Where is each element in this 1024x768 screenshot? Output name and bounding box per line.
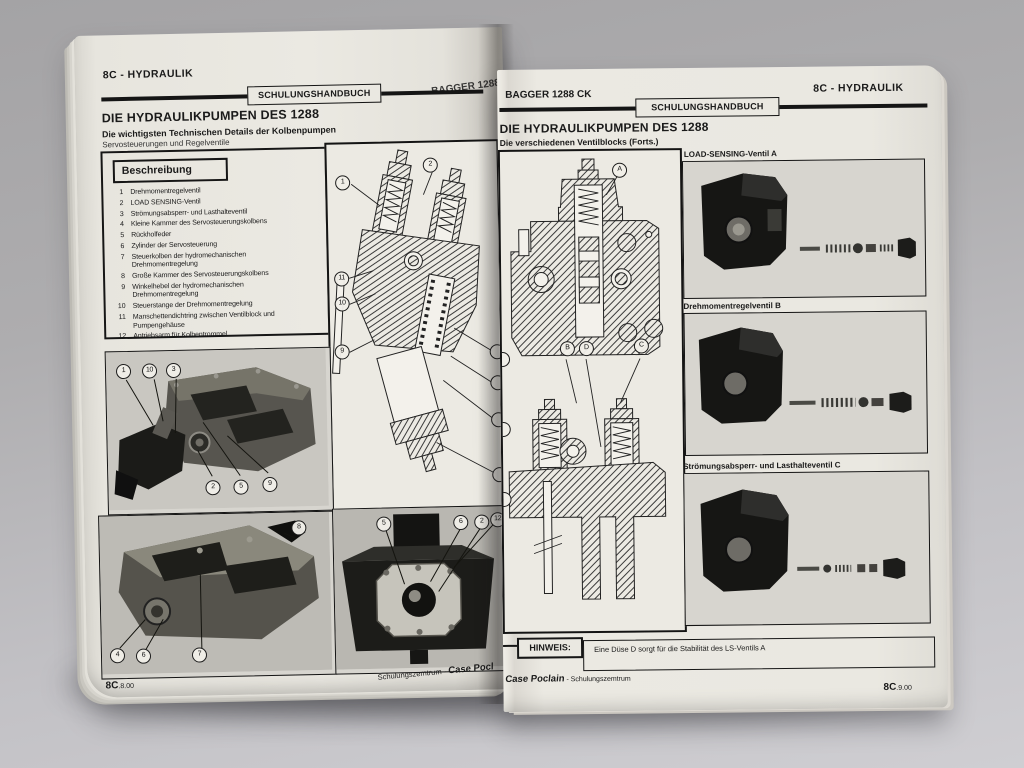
- valve-a-photo: [681, 158, 927, 300]
- photo-image: [684, 311, 923, 452]
- pump-housing-photo: 1 10 3 2 5 9: [104, 346, 334, 516]
- note-rule: [503, 644, 518, 648]
- note-box: Eine Düse D sorgt für die Stabilität des…: [582, 636, 936, 672]
- photo-image: [105, 347, 329, 511]
- cutaway-drawing: [332, 149, 496, 474]
- valve-c-photo: [683, 470, 931, 627]
- photo-image: [332, 506, 505, 670]
- valve-a-label: LOAD-SENSING-Ventil A: [683, 149, 777, 160]
- pump-cutaway-figure: 1 2 11 10 9: [324, 139, 507, 513]
- pump-end-view-photo: 5 6 2 12: [331, 505, 510, 675]
- description-box-title: Beschreibung: [112, 157, 229, 184]
- photo-image: [99, 511, 333, 675]
- valve-b-photo: [683, 310, 929, 457]
- valve-block-cutaway-figure: A B D C: [497, 148, 687, 634]
- section-heading: 8C - HYDRAULIK: [813, 81, 904, 95]
- page-subtitle: Die verschiedenen Ventilblocks (Forts.): [499, 136, 659, 148]
- section-heading: 8C - HYDRAULIK: [102, 67, 194, 82]
- callout-A: A: [611, 162, 628, 178]
- page-number: 8C.8.00: [105, 680, 135, 692]
- callout-B: B: [559, 341, 576, 357]
- case-poclain-logo: Case Poclain: [504, 673, 566, 685]
- left-page: 8C - HYDRAULIK BAGGER 1288 SCHULUNGSHAND…: [74, 27, 516, 698]
- model-heading: BAGGER 1288 CK: [505, 89, 592, 101]
- page-title: DIE HYDRAULIKPUMPEN DES 1288: [499, 119, 709, 136]
- valve-b-label: Drehmomentregelventil B: [683, 301, 781, 312]
- photo-image: [682, 159, 922, 295]
- cutaway-drawing: [508, 158, 667, 600]
- right-page: BAGGER 1288 CK 8C - HYDRAULIK SCHULUNGSH…: [497, 65, 948, 712]
- note-title-box: HINWEIS:: [516, 637, 584, 659]
- page-number: 8C.9.00: [883, 681, 912, 693]
- photo-image: [684, 471, 926, 622]
- callout-D: D: [578, 341, 595, 357]
- pump-housing-bottom-photo: 8 4 6 7: [98, 510, 338, 680]
- callout-C: C: [633, 338, 649, 354]
- handbook-banner: SCHULUNGSHANDBUCH: [247, 83, 382, 106]
- page-title: DIE HYDRAULIKPUMPEN DES 1288: [101, 106, 320, 126]
- valve-c-label: Strömungsabsperr- und Lasthalteventil C: [683, 460, 841, 472]
- note-text: Eine Düse D sorgt für die Stabilität des…: [594, 643, 766, 655]
- imprint: Case Poclain - Schulungszemtrum: [504, 673, 631, 685]
- handbook-banner: SCHULUNGSHANDBUCH: [635, 97, 780, 118]
- page-subtitle-small: Servosteuerungen und Regelventile: [102, 137, 230, 150]
